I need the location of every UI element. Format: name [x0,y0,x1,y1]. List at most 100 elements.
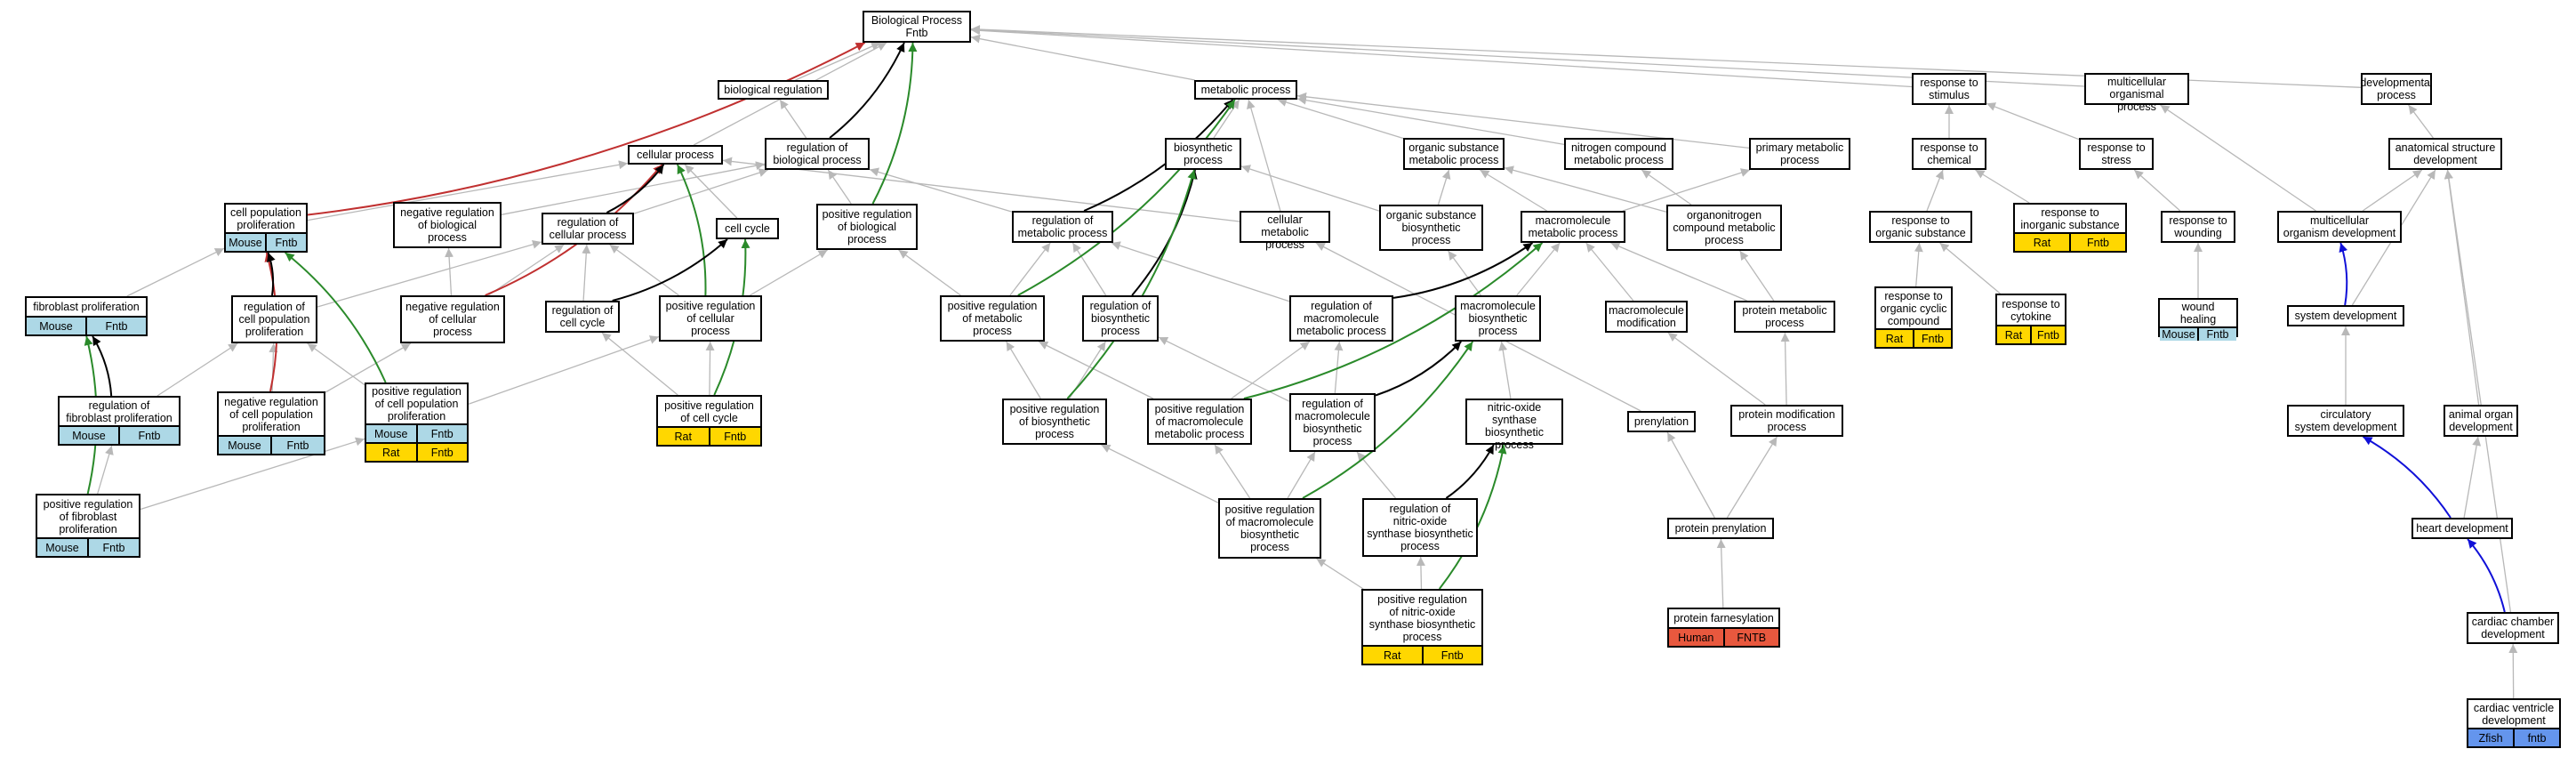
term-node-pos-bio[interactable]: positive regulation of biological proces… [816,204,918,250]
edge-reg_no-to-no_biosyn [1445,444,1495,499]
edge-org_biosyn-to-biosyn [1240,165,1380,212]
term-node-reg-cc[interactable]: regulation of cell cycle [545,301,620,333]
term-node-neg-bio[interactable]: negative regulation of biological proces… [393,202,502,248]
edge-pos_cpp-to-pos_cell [468,335,660,405]
edge-neg_cpp-to-neg_cell [325,342,412,393]
term-node-orgnitro[interactable]: organonitrogen compound metabolic proces… [1666,205,1782,251]
term-node-resp-stress[interactable]: response to stress [2079,138,2154,170]
edge-biosyn-to-metab [1213,99,1240,139]
term-node-reg-bio[interactable]: regulation of biological process [765,138,870,170]
term-label: Biological Process Fntb [871,14,963,39]
term-node-reg-biosyn[interactable]: regulation of biosynthetic process [1082,295,1159,342]
term-node-reg-cell[interactable]: regulation of cellular process [542,213,634,245]
term-label: cellular process [637,149,714,161]
term-node-resp-org[interactable]: response to organic substance [1869,211,1972,243]
term-node-multi-proc[interactable]: multicellular organismal process [2084,73,2189,113]
term-node-anat[interactable]: anatomical structure development [2388,138,2502,170]
term-node-biosyn[interactable]: biosynthetic process [1165,138,1241,170]
edge-heart_dev-to-animal_organ [2463,436,2482,519]
term-label: protein farnesylation [1673,612,1774,624]
edge-reg_macro_biosyn-to-macro_biosyn [1375,341,1462,397]
term-node-prenyl[interactable]: prenylation [1627,411,1696,432]
term-node-reg-cpp[interactable]: regulation of cell population proliferat… [231,295,317,343]
term-node-pos-no[interactable]: positive regulation of nitric-oxide synt… [1361,589,1483,665]
edge-neg_cell-to-reg_cell [487,244,565,296]
term-label: positive regulation of cell cycle [664,399,754,424]
term-node-no-biosyn[interactable]: nitric-oxide synthase biosynthetic proce… [1465,399,1563,451]
edge-reg_fib-to-fib_prolif [92,335,113,397]
term-node-neg-cpp[interactable]: negative regulation of cell population p… [217,391,325,455]
gene-label: Fntb [708,428,761,445]
term-node-circ-dev[interactable]: circulatory system development [2287,405,2404,437]
term-label: protein prenylation [1674,522,1767,535]
term-node-macro-metab[interactable]: macromolecule metabolic process [1521,211,1625,243]
term-node-prot-prenyl[interactable]: protein prenylation [1667,518,1774,539]
term-node-prot-mod[interactable]: protein modification process [1730,405,1843,437]
term-node-prot-metab[interactable]: protein metabolic process [1734,301,1835,333]
term-node-pos-metab[interactable]: positive regulation of metabolic process [940,295,1045,342]
edge-no_biosyn-to-macro_biosyn [1498,341,1512,399]
term-node-cell-cycle[interactable]: cell cycle [716,218,779,239]
term-node-dev-proc[interactable]: developmental process [2360,73,2433,105]
edge-org_sub-to-metab [1277,98,1404,140]
term-label: response to stimulus [1920,77,1978,101]
term-node-org-sub[interactable]: organic substance metabolic process [1403,138,1505,170]
term-node-pos-cpp[interactable]: positive regulation of cell population p… [365,383,469,463]
edge-reg_fib-to-reg_cpp [156,342,238,397]
term-label: cellular metabolic process [1261,213,1309,251]
term-node-resp-wound[interactable]: response to wounding [2161,211,2235,243]
term-label: regulation of macromolecule metabolic pr… [1296,300,1386,337]
term-label: positive regulation of cellular process [665,300,756,337]
term-node-reg-metab[interactable]: regulation of metabolic process [1012,211,1113,243]
term-node-metab[interactable]: metabolic process [1194,80,1297,100]
term-node-bioreg[interactable]: biological regulation [718,80,829,100]
edge-resp_stress-to-resp_stim [1986,102,2080,141]
term-node-card-ch[interactable]: cardiac chamber development [2467,612,2559,644]
term-node-resp-chem[interactable]: response to chemical [1912,138,1986,170]
term-node-reg-macro-metab[interactable]: regulation of macromolecule metabolic pr… [1289,295,1393,342]
term-node-neg-cell[interactable]: negative regulation of cellular process [400,295,505,343]
term-node-pos-fib[interactable]: positive regulation of fibroblast prolif… [36,494,140,558]
term-node-pos-cell[interactable]: positive regulation of cellular process [659,295,762,342]
term-node-pos-biosyn[interactable]: positive regulation of biosynthetic proc… [1002,399,1107,445]
edge-macro_metab-to-org_sub [1480,169,1547,212]
term-node-pos-macro-metab[interactable]: positive regulation of macromolecule met… [1147,399,1252,445]
term-node-prim[interactable]: primary metabolic process [1749,138,1850,170]
term-node-cell-metab[interactable]: cellular metabolic process [1240,211,1330,251]
term-node-resp-stim[interactable]: response to stimulus [1912,73,1986,105]
term-node-org-biosyn[interactable]: organic substance biosynthetic process [1379,205,1483,251]
edge-pos_no-to-no_biosyn [1439,444,1507,590]
gene-label: FNTB [1722,629,1779,646]
term-label: regulation of metabolic process [1017,214,1108,239]
term-node-reg-macro-biosyn[interactable]: regulation of macromolecule biosynthetic… [1289,393,1376,452]
term-node-cell-proc[interactable]: cellular process [628,145,723,165]
edge-metab-to-bp [970,34,1195,81]
term-label: positive regulation of biosynthetic proc… [1009,403,1100,440]
term-node-multi-dev[interactable]: multicellular organism development [2277,211,2402,243]
term-node-nitro[interactable]: nitrogen compound metabolic process [1564,138,1673,170]
term-node-pos-macro-biosyn[interactable]: positive regulation of macromolecule bio… [1218,498,1321,559]
term-node-macro-mod[interactable]: macromolecule modification [1605,301,1688,333]
edge-pos_macro_biosyn-to-pos_biosyn [1101,444,1219,503]
term-label: negative regulation of cell population p… [224,395,318,433]
term-node-bp[interactable]: Biological Process Fntb [863,11,971,43]
term-node-animal-organ[interactable]: animal organ development [2444,405,2518,437]
term-node-macro-biosyn[interactable]: macromolecule biosynthetic process [1455,295,1541,342]
edge-pos_cell-to-reg_cell [609,244,679,296]
term-label: protein metabolic process [1742,304,1827,329]
term-node-heart-dev[interactable]: heart development [2411,518,2513,539]
term-node-sys-dev[interactable]: system development [2287,305,2404,326]
term-node-reg-no[interactable]: regulation of nitric-oxide synthase bios… [1362,498,1478,557]
